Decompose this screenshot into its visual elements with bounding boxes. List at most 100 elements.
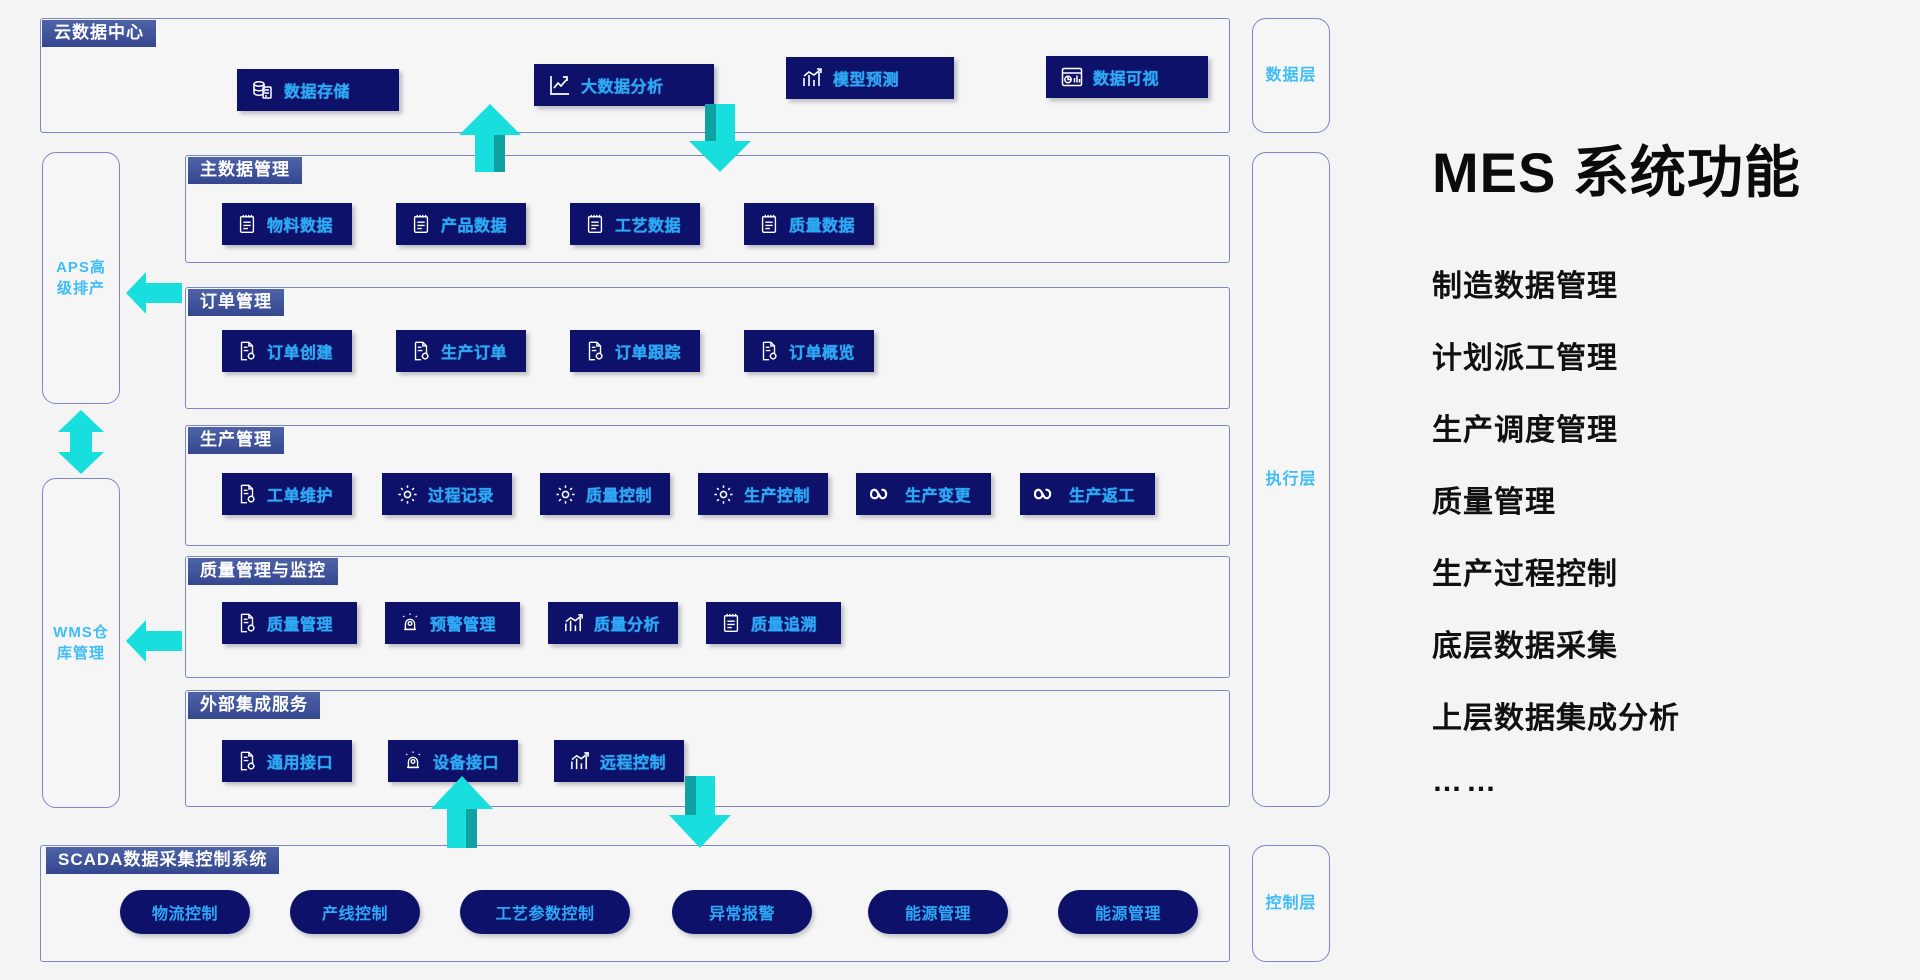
bar-chart-trend-icon (568, 750, 591, 773)
notepad-icon (584, 213, 606, 235)
info-panel: MES 系统功能 制造数据管理 计划派工管理 生产调度管理 质量管理 生产过程控… (1432, 128, 1902, 827)
bar-chart-trend-icon (800, 66, 824, 90)
nav-button-label: 工单维护 (267, 488, 334, 505)
arrow-down-to-scada (669, 776, 731, 848)
side-box-wms: WMS仓 库管理 (42, 478, 120, 808)
nav-button-production-rework[interactable]: 生产返工 (1020, 473, 1155, 515)
nav-button-label: 订单跟踪 (615, 345, 682, 362)
nav-button-quality-control[interactable]: 质量控制 (540, 473, 670, 515)
production-management-title: 生产管理 (188, 427, 284, 454)
nav-button-quality-management[interactable]: 质量管理 (222, 602, 357, 644)
alarm-light-icon (399, 612, 421, 634)
bar-chart-trend-icon (562, 612, 585, 635)
nav-button-process-data[interactable]: 工艺数据 (570, 203, 700, 245)
nav-button-quality-analysis[interactable]: 质量分析 (548, 602, 678, 644)
nav-button-quality-traceability[interactable]: 质量追溯 (706, 602, 841, 644)
feature-item: 生产调度管理 (1432, 414, 1618, 447)
cloud-data-center-title: 云数据中心 (42, 20, 156, 47)
arrow-aps-wms-vertical (58, 410, 104, 474)
document-gear-icon (236, 750, 258, 772)
feature-item: 上层数据集成分析 (1432, 702, 1680, 735)
notepad-icon (758, 213, 780, 235)
nav-button-big-data-analysis[interactable]: 大数据分析 (534, 64, 714, 106)
arrow-aps-bidirectional (126, 272, 182, 314)
pill-button-energy-management-2[interactable]: 能源管理 (1058, 890, 1198, 934)
gear-icon (712, 483, 735, 506)
nav-button-label: 生产订单 (441, 345, 508, 362)
nav-button-label: 产品数据 (441, 218, 508, 235)
arrow-up-from-scada (431, 776, 493, 848)
nav-button-production-order[interactable]: 生产订单 (396, 330, 526, 372)
nav-button-production-change[interactable]: 生产变更 (856, 473, 991, 515)
nav-button-remote-control[interactable]: 远程控制 (554, 740, 684, 782)
nav-button-data-storage[interactable]: 数据存储 (237, 69, 399, 111)
feature-item: 生产过程控制 (1432, 558, 1618, 591)
nav-button-label: 订单创建 (267, 345, 334, 362)
nav-button-alarm-management[interactable]: 预警管理 (385, 602, 520, 644)
feature-item: 质量管理 (1432, 486, 1556, 519)
notepad-icon (236, 213, 258, 235)
pill-button-logistics-control[interactable]: 物流控制 (120, 890, 250, 934)
pill-button-energy-management-1[interactable]: 能源管理 (868, 890, 1008, 934)
nav-button-label: 大数据分析 (581, 79, 664, 96)
master-data-panel (185, 155, 1230, 263)
document-gear-icon (236, 483, 258, 505)
nav-button-model-prediction[interactable]: 模型预测 (786, 57, 954, 99)
layer-label-control: 控制层 (1265, 894, 1317, 912)
nav-button-label: 质量数据 (789, 218, 856, 235)
document-gear-icon (758, 340, 780, 362)
nav-button-label: 质量管理 (267, 617, 334, 634)
database-icon (251, 78, 275, 102)
nav-button-label: 设备接口 (433, 755, 500, 772)
nav-button-label: 生产变更 (905, 488, 972, 505)
nav-button-label: 物料数据 (267, 218, 334, 235)
master-data-title: 主数据管理 (188, 157, 302, 184)
pill-button-label: 产线控制 (321, 906, 388, 923)
layer-box-control: 控制层 (1252, 845, 1330, 962)
nav-button-label: 模型预测 (833, 72, 900, 89)
pill-button-process-parameter-control[interactable]: 工艺参数控制 (460, 890, 630, 934)
nav-button-label: 数据可视 (1093, 71, 1160, 88)
nav-button-order-tracking[interactable]: 订单跟踪 (570, 330, 700, 372)
nav-button-process-record[interactable]: 过程记录 (382, 473, 512, 515)
document-gear-icon (236, 612, 258, 634)
document-gear-icon (584, 340, 606, 362)
nav-button-data-visualization[interactable]: 数据可视 (1046, 56, 1208, 98)
feature-item: 计划派工管理 (1432, 342, 1618, 375)
infinity-icon (870, 484, 896, 504)
nav-button-product-data[interactable]: 产品数据 (396, 203, 526, 245)
layer-box-execution: 执行层 (1252, 152, 1330, 807)
gear-icon (554, 483, 577, 506)
alarm-light-icon (402, 750, 424, 772)
nav-button-quality-data[interactable]: 质量数据 (744, 203, 874, 245)
arrow-up-to-cloud (459, 104, 521, 172)
scada-title: SCADA数据采集控制系统 (46, 847, 280, 874)
nav-button-label: 过程记录 (428, 488, 495, 505)
chart-line-icon (548, 73, 572, 97)
nav-button-label: 质量分析 (594, 617, 661, 634)
nav-button-generic-interface[interactable]: 通用接口 (222, 740, 352, 782)
pill-button-label: 异常报警 (708, 906, 775, 923)
side-box-label-wms: WMS仓 库管理 (53, 624, 109, 662)
pill-button-label: 能源管理 (904, 906, 971, 923)
external-integration-title: 外部集成服务 (188, 692, 320, 719)
pill-button-line-control[interactable]: 产线控制 (290, 890, 420, 934)
nav-button-order-overview[interactable]: 订单概览 (744, 330, 874, 372)
pill-button-abnormal-alarm[interactable]: 异常报警 (672, 890, 812, 934)
pill-button-label: 物流控制 (151, 906, 218, 923)
document-gear-icon (236, 340, 258, 362)
nav-button-device-interface[interactable]: 设备接口 (388, 740, 518, 782)
infinity-icon (1034, 484, 1060, 504)
nav-button-order-create[interactable]: 订单创建 (222, 330, 352, 372)
nav-button-label: 预警管理 (430, 617, 497, 634)
nav-button-production-control[interactable]: 生产控制 (698, 473, 828, 515)
nav-button-label: 订单概览 (789, 345, 856, 362)
document-gear-icon (410, 340, 432, 362)
nav-button-label: 工艺数据 (615, 218, 682, 235)
nav-button-label: 通用接口 (267, 755, 334, 772)
nav-button-material-data[interactable]: 物料数据 (222, 203, 352, 245)
page-title: MES 系统功能 (1432, 141, 1801, 204)
layer-label-execution: 执行层 (1265, 470, 1317, 488)
nav-button-work-order-maintenance[interactable]: 工单维护 (222, 473, 352, 515)
